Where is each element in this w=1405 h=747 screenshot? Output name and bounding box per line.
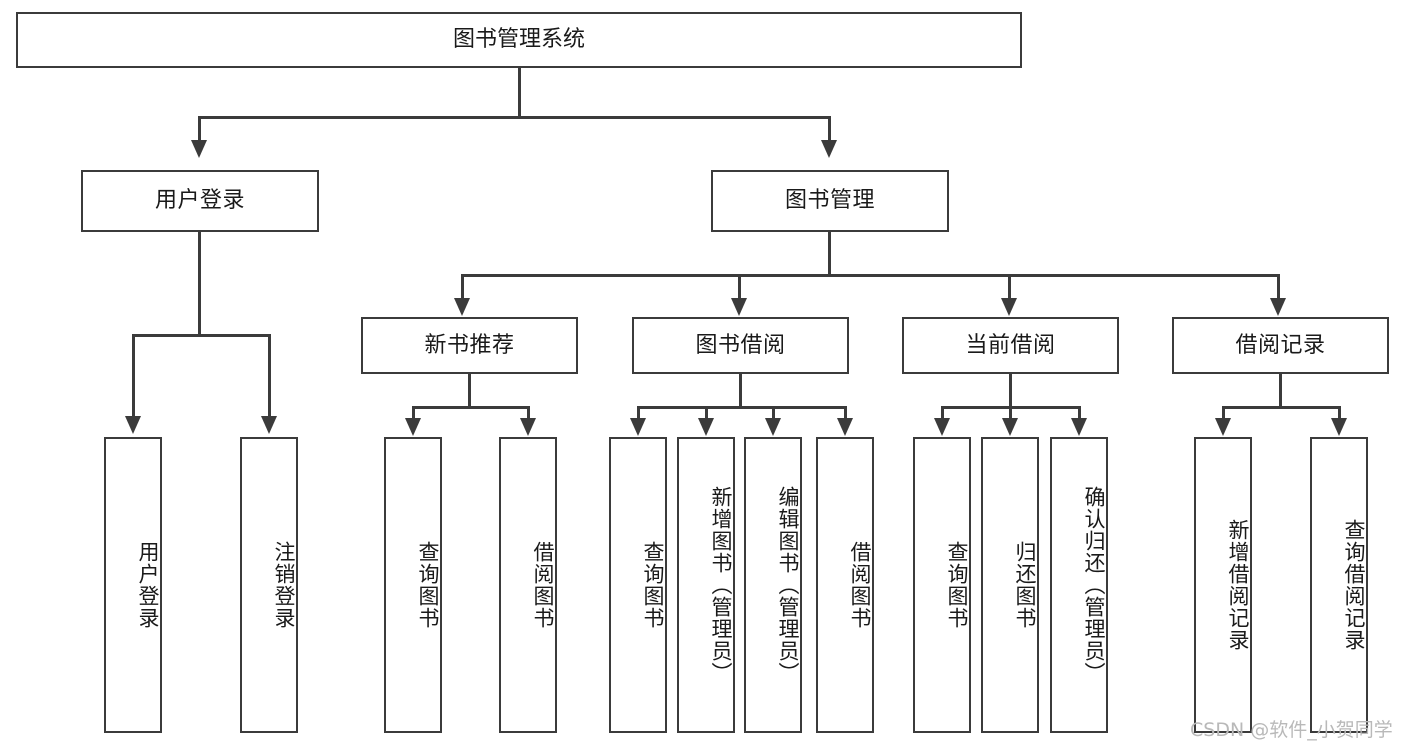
connector-book-borrow-stem (739, 374, 742, 408)
node-label: 新书推荐 (424, 332, 515, 358)
connector-root-stem (518, 68, 521, 116)
connector-to-current-borrow (1008, 274, 1011, 300)
connector-new-book-leaf-2 (527, 406, 530, 422)
arrow-borrow-record-leaf-2 (1331, 418, 1347, 436)
arrow-book-borrow-leaf-3 (765, 418, 781, 436)
connector-new-book-leaf-1 (412, 406, 415, 422)
connector-borrow-record-leaf-2 (1338, 406, 1341, 422)
node-borrow-record[interactable]: 借阅记录 (1172, 317, 1389, 374)
arrow-root-to-book-manage (821, 140, 837, 158)
node-label: 查询图书 (641, 541, 665, 629)
node-label: 当前借阅 (965, 332, 1056, 358)
arrow-to-book-borrow (731, 298, 747, 316)
connector-user-login-leaf-1 (132, 334, 135, 418)
connector-user-login-stem (198, 232, 201, 334)
connector-borrow-record-leaf-1 (1222, 406, 1225, 422)
node-label: 查询图书 (945, 541, 969, 629)
arrow-borrow-record-leaf-1 (1215, 418, 1231, 436)
connector-book-manage-stem (828, 232, 831, 276)
arrow-current-borrow-leaf-2 (1002, 418, 1018, 436)
connector-root-bar (198, 116, 831, 119)
connector-new-book-stem (468, 374, 471, 408)
arrow-book-borrow-leaf-1 (630, 418, 646, 436)
node-label: 编辑图书（管理员） (776, 486, 800, 684)
arrow-user-login-leaf-1 (125, 416, 141, 434)
connector-user-login-bar (132, 334, 270, 337)
node-label: 新增借阅记录 (1226, 519, 1250, 651)
node-label: 归还图书 (1013, 541, 1037, 629)
arrow-to-current-borrow (1001, 298, 1017, 316)
node-label: 确认归还（管理员） (1082, 486, 1106, 684)
arrow-new-book-leaf-1 (405, 418, 421, 436)
leaf-user-login-logout[interactable]: 注销登录 (240, 437, 298, 733)
node-root-system[interactable]: 图书管理系统 (16, 12, 1022, 68)
leaf-book-borrow-query[interactable]: 查询图书 (609, 437, 667, 733)
node-user-login[interactable]: 用户登录 (81, 170, 319, 232)
connector-current-borrow-leaf-2 (1009, 406, 1012, 422)
arrow-current-borrow-leaf-3 (1071, 418, 1087, 436)
node-new-book-recommend[interactable]: 新书推荐 (361, 317, 578, 374)
node-label: 用户登录 (154, 188, 245, 214)
node-label: 新增图书（管理员） (709, 486, 733, 684)
node-label: 注销登录 (272, 541, 296, 629)
node-label: 图书管理 (784, 188, 875, 214)
node-book-borrow[interactable]: 图书借阅 (632, 317, 849, 374)
arrow-book-borrow-leaf-2 (698, 418, 714, 436)
leaf-book-borrow-borrow[interactable]: 借阅图书 (816, 437, 874, 733)
node-label: 借阅记录 (1235, 332, 1326, 358)
node-label: 查询图书 (416, 541, 440, 629)
connector-user-login-leaf-2 (268, 334, 271, 418)
arrow-new-book-leaf-2 (520, 418, 536, 436)
csdn-watermark: CSDN @软件_小贺同学 (1190, 719, 1393, 741)
connector-current-borrow-leaf-1 (941, 406, 944, 422)
node-label: 图书借阅 (695, 332, 786, 358)
arrow-root-to-user-login (191, 140, 207, 158)
leaf-current-borrow-return[interactable]: 归还图书 (981, 437, 1039, 733)
connector-to-borrow-record (1277, 274, 1280, 300)
arrow-current-borrow-leaf-1 (934, 418, 950, 436)
leaf-user-login-login[interactable]: 用户登录 (104, 437, 162, 733)
connector-current-borrow-leaf-3 (1078, 406, 1081, 422)
connector-book-manage-bar (461, 274, 1280, 277)
leaf-borrow-record-add[interactable]: 新增借阅记录 (1194, 437, 1252, 733)
arrow-to-borrow-record (1270, 298, 1286, 316)
leaf-borrow-record-query[interactable]: 查询借阅记录 (1310, 437, 1368, 733)
connector-root-to-book-manage (828, 116, 831, 142)
leaf-book-borrow-add[interactable]: 新增图书（管理员） (677, 437, 735, 733)
leaf-current-borrow-query[interactable]: 查询图书 (913, 437, 971, 733)
connector-borrow-record-bar (1222, 406, 1341, 409)
leaf-book-borrow-edit[interactable]: 编辑图书（管理员） (744, 437, 802, 733)
node-label: 借阅图书 (531, 541, 555, 629)
arrow-to-new-book (454, 298, 470, 316)
connector-to-new-book (461, 274, 464, 300)
connector-book-borrow-leaf-3 (772, 406, 775, 422)
leaf-new-book-query[interactable]: 查询图书 (384, 437, 442, 733)
connector-to-book-borrow (738, 274, 741, 300)
connector-book-borrow-bar (637, 406, 847, 409)
connector-new-book-bar (412, 406, 530, 409)
connector-book-borrow-leaf-4 (844, 406, 847, 422)
arrow-book-borrow-leaf-4 (837, 418, 853, 436)
connector-current-borrow-stem (1009, 374, 1012, 408)
node-current-borrow[interactable]: 当前借阅 (902, 317, 1119, 374)
connector-root-to-user-login (198, 116, 201, 142)
arrow-user-login-leaf-2 (261, 416, 277, 434)
node-label: 借阅图书 (848, 541, 872, 629)
node-label: 查询借阅记录 (1342, 519, 1366, 651)
node-label: 图书管理系统 (452, 27, 585, 53)
leaf-new-book-borrow[interactable]: 借阅图书 (499, 437, 557, 733)
node-book-management[interactable]: 图书管理 (711, 170, 949, 232)
connector-book-borrow-leaf-2 (705, 406, 708, 422)
connector-borrow-record-stem (1279, 374, 1282, 408)
leaf-current-borrow-confirm[interactable]: 确认归还（管理员） (1050, 437, 1108, 733)
node-label: 用户登录 (136, 541, 160, 629)
connector-book-borrow-leaf-1 (637, 406, 640, 422)
